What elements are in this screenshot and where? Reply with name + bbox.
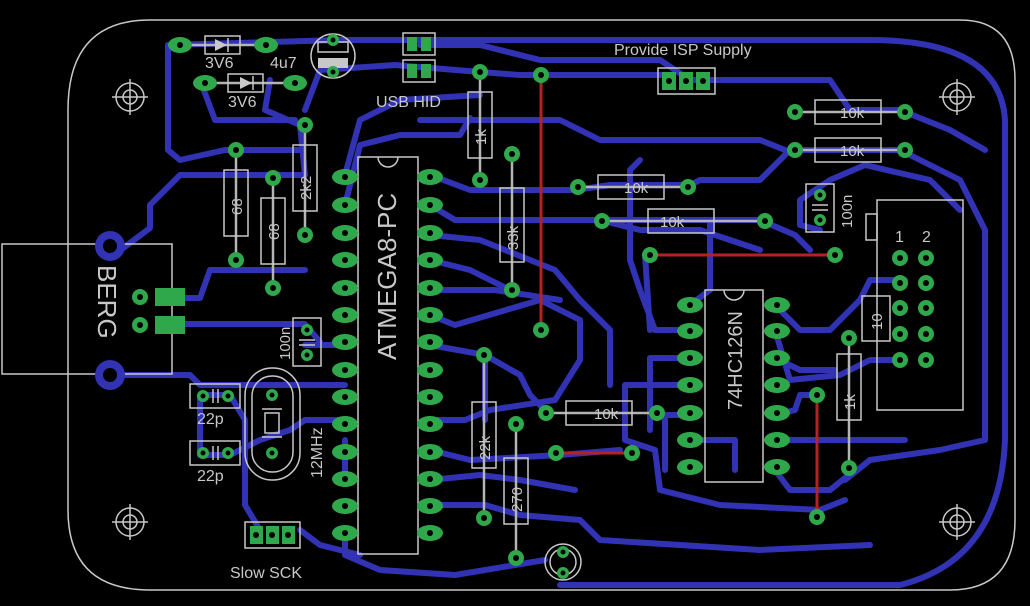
resistor-r68-1: 68 [223, 142, 249, 268]
resistor-r22k: 22k [471, 347, 497, 526]
crystal-label: 12MHz [309, 427, 326, 478]
header-pins [892, 250, 934, 368]
atmega-label: ATMEGA8-PC [372, 193, 402, 360]
d2-value: 3V6 [228, 94, 257, 111]
d1-value: 3V6 [205, 55, 234, 72]
c22p-2-value: 22p [197, 468, 224, 485]
c100n-left-value: 100n [277, 327, 294, 360]
resistor-r10k-a: 10k [787, 99, 913, 125]
hc126-right-pins [764, 297, 790, 475]
resistor-r270: 270 [503, 416, 529, 566]
capacitor-100n-left: 100n [277, 317, 322, 367]
diode-d2: 3V6 [193, 73, 307, 111]
c-elec-value: 4u7 [270, 55, 297, 72]
hc126-left-pins [677, 297, 703, 475]
header-pin2-label: 2 [922, 229, 931, 246]
mounting-hole-top-left [112, 79, 148, 115]
isp-header: 1 2 10 [861, 199, 964, 411]
r10k-d-value: 10k [660, 214, 685, 231]
c100n-right-value: 100n [839, 195, 856, 228]
diode-d1: 3V6 [168, 35, 278, 72]
r10k-b-value: 10k [840, 143, 865, 160]
r270-value: 270 [509, 487, 526, 512]
atmega-right-pins [417, 169, 443, 541]
r68-2-value: 68 [266, 223, 283, 240]
crystal-12mhz: 12MHz [244, 367, 326, 481]
resistor-r68-2: 68 [260, 170, 286, 296]
r10k-e-value: 10k [594, 406, 619, 423]
c22p-1-value: 22p [197, 411, 224, 428]
atmega-left-pins [332, 169, 358, 541]
hc126-label: 74HC126N [725, 311, 747, 410]
airwires [539, 75, 835, 517]
resistor-r10k-b: 10k [787, 137, 913, 163]
r2k2-value: 2k2 [298, 176, 315, 200]
usb-connector: BERG [1, 231, 185, 390]
vias [533, 67, 843, 525]
ic-atmega8: ATMEGA8-PC [332, 156, 443, 555]
r10k-a-value: 10k [840, 105, 865, 122]
resistor-r2k2: 2k2 [292, 117, 318, 243]
resistor-r10k-c: 10k [570, 174, 696, 200]
slow-sck-label: Slow SCK [230, 565, 302, 582]
board-outline [67, 19, 1016, 591]
resistor-r10k-e: 10k [538, 400, 665, 426]
jumper-slow-sck: Slow SCK [230, 521, 302, 582]
jumper-usb-hid: USB HID [376, 32, 441, 111]
berg-label: BERG [92, 265, 122, 339]
r10k-c-value: 10k [624, 180, 649, 197]
ic-74hc126n: 74HC126N [677, 289, 790, 483]
r68-1-value: 68 [229, 198, 246, 215]
mounting-hole-bottom-left [112, 504, 148, 540]
capacitor-4u7: 4u7 [270, 33, 356, 79]
capacitor-22p-1: 22p [189, 383, 241, 428]
resistor-r1k-usb: 1k [467, 64, 493, 188]
jumper-isp-supply: Provide ISP Supply [614, 42, 752, 95]
r33k-value: 33k [505, 225, 522, 250]
copper-traces [107, 37, 1008, 588]
header-ref-label: 10 [869, 313, 886, 330]
resistor-r10k-d: 10k [594, 208, 773, 234]
usb-hid-label: USB HID [376, 94, 441, 111]
led [544, 543, 582, 581]
capacitor-22p-2: 22p [189, 440, 241, 485]
r1k-usb-value: 1k [473, 129, 490, 145]
resistor-r1k-led: 1k [836, 330, 862, 476]
isp-supply-label: Provide ISP Supply [614, 42, 752, 59]
header-pin1-label: 1 [895, 229, 904, 246]
mounting-hole-bottom-right [939, 504, 975, 540]
r22k-value: 22k [477, 435, 494, 460]
r1k-led-value: 1k [842, 394, 859, 410]
resistor-r33k: 33k [499, 146, 525, 298]
capacitor-100n-right: 100n [805, 183, 856, 233]
mounting-hole-top-right [939, 79, 975, 115]
